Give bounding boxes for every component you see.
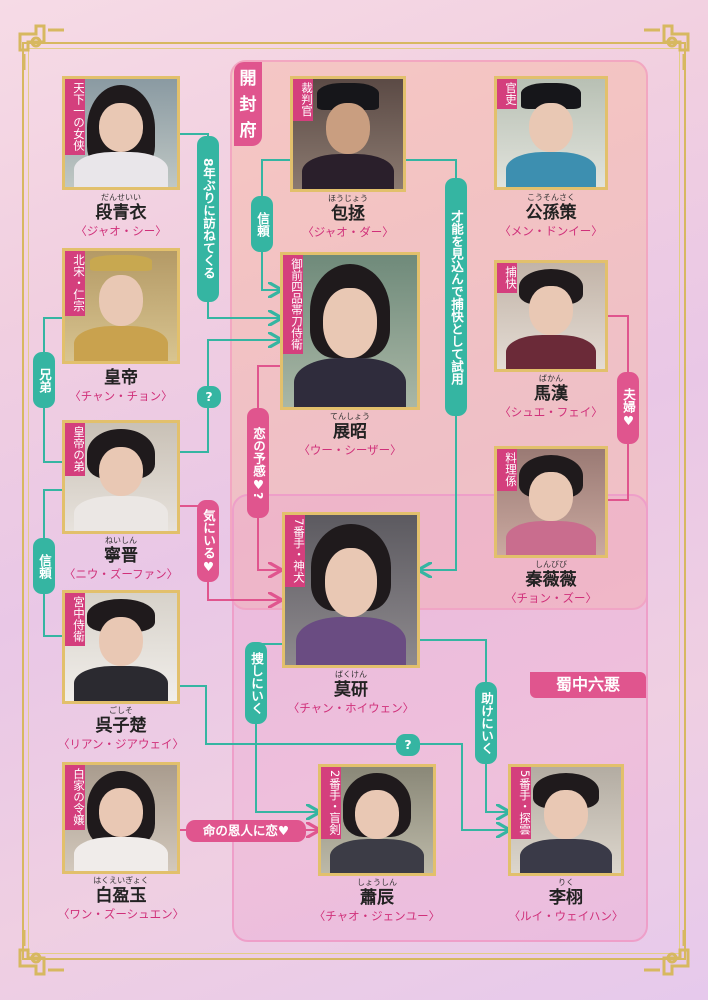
wu-ruby: ごしそ	[109, 706, 133, 715]
bai-ruby: はくえいぎょく	[93, 876, 149, 885]
wu-name: 呉子楚	[95, 716, 147, 736]
relation-savior-tag: 命の恩人に恋♥	[186, 820, 306, 842]
mahan-ruby: ばかん	[538, 374, 564, 383]
ning-ruby: ねいしん	[105, 536, 137, 545]
ning-photo: 皇帝の弟	[62, 420, 180, 534]
li-name: 李栩	[549, 888, 583, 908]
mahan-role: 捕快	[497, 263, 518, 293]
xiao-caption: しょうしん 蕭辰 〈チャオ・ジェンユー〉	[300, 878, 454, 924]
relation-love-hint-tag: 恋の予感♥?	[247, 408, 269, 518]
ning-name: 寧晋	[104, 546, 138, 566]
xiao-ruby: しょうしん	[357, 878, 397, 887]
relation-brothers-tag: 兄弟	[33, 352, 55, 408]
bao-photo: 裁判官	[290, 76, 406, 192]
gongsun-photo: 官吏	[494, 76, 608, 190]
gongsun-caption: こうそんさく 公孫策 〈メン・ドンイー〉	[481, 193, 621, 239]
xiao-photo: 2番手・盲剣	[318, 764, 436, 876]
zhan-ruby: てんしょう	[330, 412, 370, 421]
li-caption: りく 李栩 〈ルイ・ウェイハン〉	[488, 878, 644, 924]
bai-name: 白盈玉	[95, 886, 147, 906]
relation-question1-tag: ?	[197, 386, 221, 408]
wu-actor: 〈リアン・ジアウェイ〉	[57, 737, 185, 751]
duan-name: 段青衣	[95, 203, 147, 223]
xiao-actor: 〈チャオ・ジェンユー〉	[313, 909, 441, 923]
bai-actor: 〈ワン・ズーシュエン〉	[57, 907, 185, 921]
li-role: 5番手・探雲	[511, 767, 532, 839]
emperor-role: 北宋・仁宗	[65, 251, 86, 316]
relation-trust-ning-tag: 信頼	[33, 538, 55, 594]
bao-ruby: ほうじょう	[328, 194, 368, 203]
duan-photo: 天下一の女侠	[62, 76, 180, 190]
qin-name: 秦薇薇	[525, 570, 577, 590]
qin-photo: 料理係	[494, 446, 608, 558]
zhan-caption: てんしょう 展昭 〈ウー・シーザー〉	[270, 412, 430, 458]
outer-frame	[22, 42, 686, 960]
li-actor: 〈ルイ・ウェイハン〉	[508, 909, 624, 923]
ning-actor: 〈ニウ・ズーファン〉	[63, 567, 179, 581]
gongsun-name: 公孫策	[525, 203, 577, 223]
xiao-name: 蕭辰	[360, 888, 394, 908]
mo-role: 7番手・神犬	[285, 515, 306, 587]
ning-role: 皇帝の弟	[65, 423, 86, 476]
relation-couple-tag: 夫婦♥	[617, 372, 639, 444]
mahan-photo: 捕快	[494, 260, 608, 372]
qin-caption: しんびび 秦薇薇 〈チョン・ズー〉	[481, 560, 621, 606]
mo-caption: ばくけん 莫研 〈チャン・ホイウェン〉	[266, 670, 436, 716]
duan-caption: だんせいい 段青衣 〈ジャオ・シー〉	[52, 193, 190, 239]
bai-role: 白家の令嬢	[65, 765, 86, 830]
emperor-name: 皇帝	[104, 368, 138, 388]
qin-ruby: しんびび	[535, 560, 567, 569]
qin-role: 料理係	[497, 449, 518, 491]
duan-role: 天下一の女侠	[65, 79, 86, 155]
relation-help-tag: 助けにいく	[475, 682, 497, 764]
relation-search-tag: 捜しにいく	[245, 642, 267, 724]
duan-ruby: だんせいい	[101, 193, 141, 202]
mo-photo: 7番手・神犬	[282, 512, 420, 668]
zhan-photo: 御前四品帯刀侍衛	[280, 252, 420, 410]
xiao-role: 2番手・盲剣	[321, 767, 342, 839]
bai-caption: はくえいぎょく 白盈玉 〈ワン・ズーシュエン〉	[50, 876, 192, 922]
bao-actor: 〈ジャオ・ダー〉	[302, 225, 394, 239]
wu-caption: ごしそ 呉子楚 〈リアン・ジアウェイ〉	[50, 706, 192, 752]
mo-name: 莫研	[334, 680, 368, 700]
bao-role: 裁判官	[293, 79, 314, 121]
li-photo: 5番手・探雲	[508, 764, 624, 876]
gongsun-role: 官吏	[497, 79, 518, 109]
mahan-actor: 〈シュエ・フェイ〉	[499, 405, 603, 419]
mahan-name: 馬漢	[534, 384, 568, 404]
zhan-role: 御前四品帯刀侍衛	[283, 255, 304, 354]
relation-talent-tag: 才能を見込んで捕快として試用	[445, 178, 467, 416]
mo-ruby: ばくけん	[335, 670, 367, 679]
gongsun-actor: 〈メン・ドンイー〉	[499, 224, 603, 238]
corner-ornament-icon	[18, 930, 64, 976]
emperor-caption: 皇帝 〈チャン・チョン〉	[52, 368, 190, 404]
corner-ornament-icon	[18, 24, 64, 70]
gongsun-ruby: こうそんさく	[527, 193, 575, 202]
relation-trust-bao-tag: 信頼	[251, 196, 273, 252]
zhan-name: 展昭	[333, 422, 367, 442]
mahan-caption: ばかん 馬漢 〈シュエ・フェイ〉	[481, 374, 621, 420]
corner-ornament-icon	[644, 930, 690, 976]
kaifeng-label: 開封府	[234, 62, 262, 146]
bai-photo: 白家の令嬢	[62, 762, 180, 874]
corner-ornament-icon	[644, 24, 690, 70]
ning-caption: ねいしん 寧晋 〈ニウ・ズーファン〉	[52, 536, 190, 582]
relation-eight-years-tag: 8年ぶりに訪ねてくる	[197, 136, 219, 302]
bao-name: 包拯	[331, 204, 365, 224]
wu-photo: 宮中侍衛	[62, 590, 180, 704]
duan-actor: 〈ジャオ・シー〉	[75, 224, 167, 238]
relation-interested-tag: 気にいる♥	[197, 500, 219, 582]
qin-actor: 〈チョン・ズー〉	[505, 591, 597, 605]
bao-caption: ほうじょう 包拯 〈ジャオ・ダー〉	[278, 194, 418, 240]
wu-role: 宮中侍衛	[65, 593, 86, 646]
relation-question2-tag: ?	[396, 734, 420, 756]
inner-frame	[28, 48, 680, 954]
mo-actor: 〈チャン・ホイウェン〉	[287, 701, 415, 715]
emperor-actor: 〈チャン・チョン〉	[69, 389, 173, 403]
zhan-actor: 〈ウー・シーザー〉	[298, 443, 402, 457]
emperor-photo: 北宋・仁宗	[62, 248, 180, 364]
li-ruby: りく	[558, 878, 574, 887]
shu-label: 蜀中六悪	[530, 672, 646, 698]
